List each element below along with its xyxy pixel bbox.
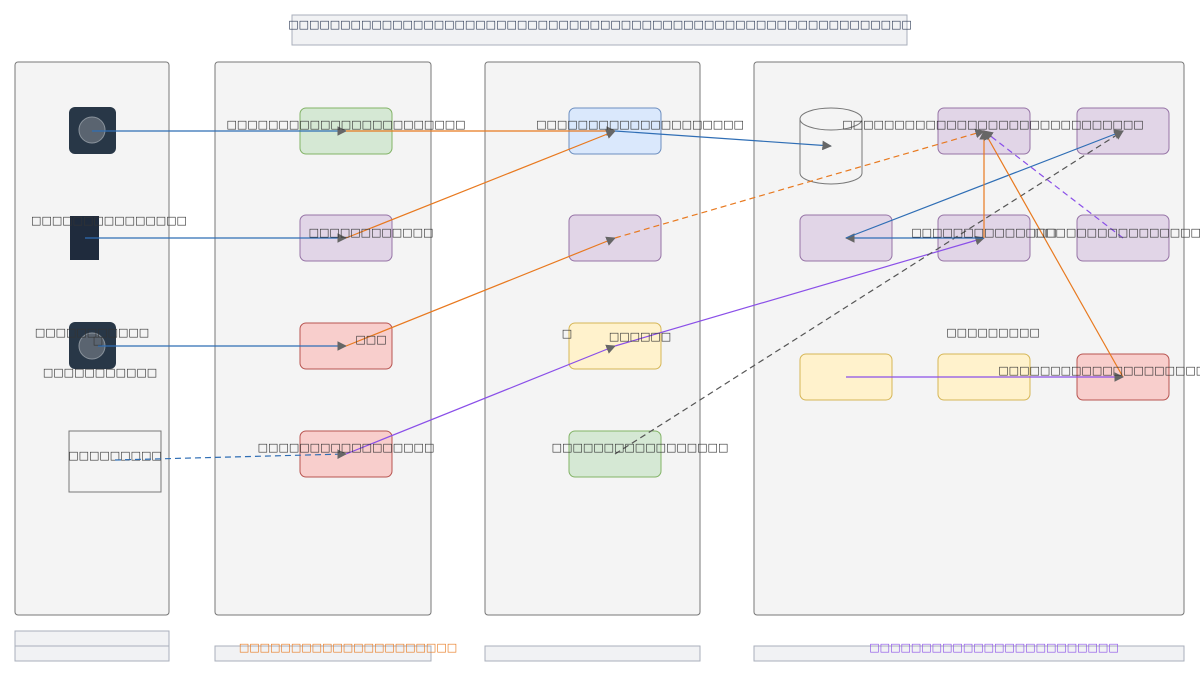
- node-l4n4-label: □□□□□□□□□□□□□□: [911, 226, 1057, 239]
- actor-user-2-label-mid: □: [93, 334, 103, 347]
- user-icon: [78, 116, 106, 144]
- lane-4: [753, 61, 1185, 616]
- node-l2n4-label: □□□□□□□□□□□□□□□□□: [258, 441, 435, 454]
- lane-3-footer: [484, 645, 701, 662]
- diagram-title-text: □□□□□□□□□□□□□□□□□□□□□□□□□□□□□□□□□□□□□□□□…: [288, 18, 912, 31]
- node-l3n3-label: □□□□□□: [609, 330, 671, 343]
- diagram-title: □□□□□□□□□□□□□□□□□□□□□□□□□□□□□□□□□□□□□□□□…: [288, 14, 912, 46]
- lane-4-group-label: □□□□□□□□□: [946, 326, 1040, 339]
- lane-1-footer: [14, 630, 170, 662]
- node-l3n4-label: □□□□□□□□□□□□□□□□□: [552, 441, 729, 454]
- actor-device-label: □□□□□□□□□□□□□□□: [31, 214, 187, 227]
- edge-l4n8-to-l4n1[interactable]: [983, 130, 1124, 378]
- edge-l2n4-to-l3n3[interactable]: [345, 344, 616, 455]
- actor-user-1[interactable]: [69, 107, 116, 154]
- node-l2n3-label: □□□: [355, 333, 386, 346]
- lane-4-footer-text: □□□□□□□□□□□□□□□□□□□□□□□□: [869, 641, 1118, 654]
- actor-user-2-label-top: □□□□□□□□□□□: [35, 326, 149, 339]
- edge-actor4-to-l2n4[interactable]: [114, 449, 347, 461]
- actor-external-box[interactable]: □□□□□□□□□: [68, 430, 162, 493]
- database-icon[interactable]: [799, 107, 863, 185]
- lane-4-footer: □□□□□□□□□□□□□□□□□□□□□□□□: [753, 641, 1185, 662]
- actor-external-box-label: □□□□□□□□□: [68, 449, 162, 462]
- edge-l3n1-to-db[interactable]: [614, 130, 832, 151]
- edge-l3n4-to-l4n2[interactable]: [614, 130, 1124, 455]
- node-l2n1-label: □□□□□□□□□□□□□□□□□□□□□□□: [226, 118, 465, 131]
- node-l2n2-label: □□□□□□□□□□□□: [309, 226, 434, 239]
- node-l4n5-label: □□□□□□□□□□□□□□□□□: [1035, 226, 1200, 239]
- lane-2-footer-text: □□□□□□□□□□□□□□□□□□□□□: [239, 641, 457, 654]
- node-l4n8-label: □□□□□□□□□□□□□□□□□□□□□□□□: [998, 364, 1200, 377]
- lane-2-footer: □□□□□□□□□□□□□□□□□□□□□: [214, 641, 457, 662]
- edge-l3n3-to-l4n4[interactable]: [614, 235, 985, 347]
- edge-l2n2-to-l3n1[interactable]: [345, 129, 616, 239]
- node-l4n1-label: □□□□□□□□□□□□□□□□□□□□□□□□□□□□□: [842, 118, 1143, 131]
- node-l3n1-label: □□□□□□□□□□□□□□□□□□□□: [536, 118, 744, 131]
- edge-l2n3-to-l3n2[interactable]: [345, 236, 616, 347]
- l3n3-left-label: □: [562, 327, 572, 340]
- actor-user-2[interactable]: □□□□□□□□□□□ □ □□□□□□□□□□□: [35, 322, 157, 379]
- edge-l3n2-to-l4n1[interactable]: [614, 128, 985, 239]
- actor-user-2-label-bottom: □□□□□□□□□□□: [43, 366, 157, 379]
